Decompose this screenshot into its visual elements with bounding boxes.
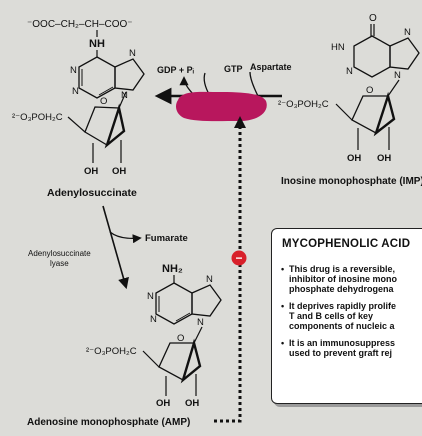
dotted-feedback-line	[214, 125, 242, 423]
lyase-label-line1: Adenylosuccinate	[28, 249, 91, 258]
imp-structure: O HN N N N O ²⁻O₃POH₂C OH OH Inosine mon…	[278, 13, 422, 187]
info-bullet: It deprives rapidly prolife T and B cell…	[281, 301, 422, 331]
amp-n1-label: N	[147, 291, 154, 302]
aspartate-arc	[249, 71, 259, 97]
oh-3-label: OH	[112, 166, 126, 177]
imp-n3-label: N	[346, 66, 353, 77]
amp-phosphate-label: ²⁻O₃POH₂C	[86, 346, 137, 357]
mycophenolic-acid-box: MYCOPHENOLIC ACID This drug is a reversi…	[271, 228, 422, 404]
side-chain-label: ⁻OOC–CH₂–CH–COO⁻	[27, 19, 133, 30]
n1-label: N	[70, 65, 77, 76]
amp-oh-3-label: OH	[185, 398, 199, 409]
info-bullet: It is an immunosuppress used to prevent …	[281, 338, 422, 358]
imp-oh-2-label: OH	[347, 153, 361, 164]
fumarate-arc	[109, 231, 142, 244]
amp-n3-label: N	[150, 314, 157, 325]
amp-n7-label: N	[206, 274, 213, 285]
adenylosuccinate-name: Adenylosuccinate	[47, 187, 137, 199]
nh-label: NH	[89, 38, 105, 50]
hn-label: HN	[331, 42, 345, 53]
amp-n9-label: N	[197, 317, 204, 328]
amp-oh-2-label: OH	[156, 398, 170, 409]
info-box-title: MYCOPHENOLIC ACID	[282, 238, 411, 250]
lyase-arrow	[102, 205, 129, 290]
imp-n9-label: N	[394, 70, 401, 81]
carbonyl-oxygen-label: O	[369, 13, 377, 24]
imp-name: Inosine monophosphate (IMP)	[281, 176, 422, 187]
amp-name: Adenosine monophosphate (AMP)	[27, 417, 190, 428]
lyase-reaction: Fumarate Adenylosuccinate lyase	[28, 205, 188, 290]
nh2-label: NH₂	[162, 263, 183, 275]
feedback-inhibition: −	[214, 116, 247, 423]
info-box-list: This drug is a reversible, inhibitor of …	[281, 264, 422, 365]
imp-phosphate-label: ²⁻O₃POH₂C	[278, 99, 329, 110]
inhibition-minus: −	[235, 251, 242, 265]
amp-structure: NH₂ N N N N O ²⁻O₃POH₂C OH OH Adenosine …	[27, 263, 222, 428]
aspartate-label: Aspartate	[250, 62, 292, 72]
synthetase-reaction: GDP + Pᵢ GTP Aspartate	[154, 62, 292, 122]
inhibition-circle	[231, 250, 247, 266]
gtp-label: GTP	[224, 64, 243, 74]
adenylosuccinate-structure: ⁻OOC–CH₂–CH–COO⁻ NH N N N N O ²⁻O₃POH₂C …	[12, 19, 145, 199]
enzyme-blob	[176, 91, 267, 122]
phosphate-label: ²⁻O₃POH₂C	[12, 112, 63, 123]
lyase-label-line2: lyase	[50, 259, 69, 268]
oh-2-label: OH	[84, 166, 98, 177]
n7-label: N	[129, 48, 136, 59]
feedback-arrowhead	[234, 116, 246, 128]
imp-oh-3-label: OH	[377, 153, 391, 164]
imp-ring-oxygen-label: O	[366, 85, 373, 96]
info-bullet: This drug is a reversible, inhibitor of …	[281, 264, 422, 294]
ring-oxygen-label: O	[100, 96, 107, 107]
fumarate-label: Fumarate	[145, 233, 188, 244]
imp-n7-label: N	[404, 27, 411, 38]
amp-ring-oxygen-label: O	[177, 333, 184, 344]
gdp-pi-label: GDP + Pᵢ	[157, 65, 195, 75]
n3-label: N	[72, 86, 79, 97]
